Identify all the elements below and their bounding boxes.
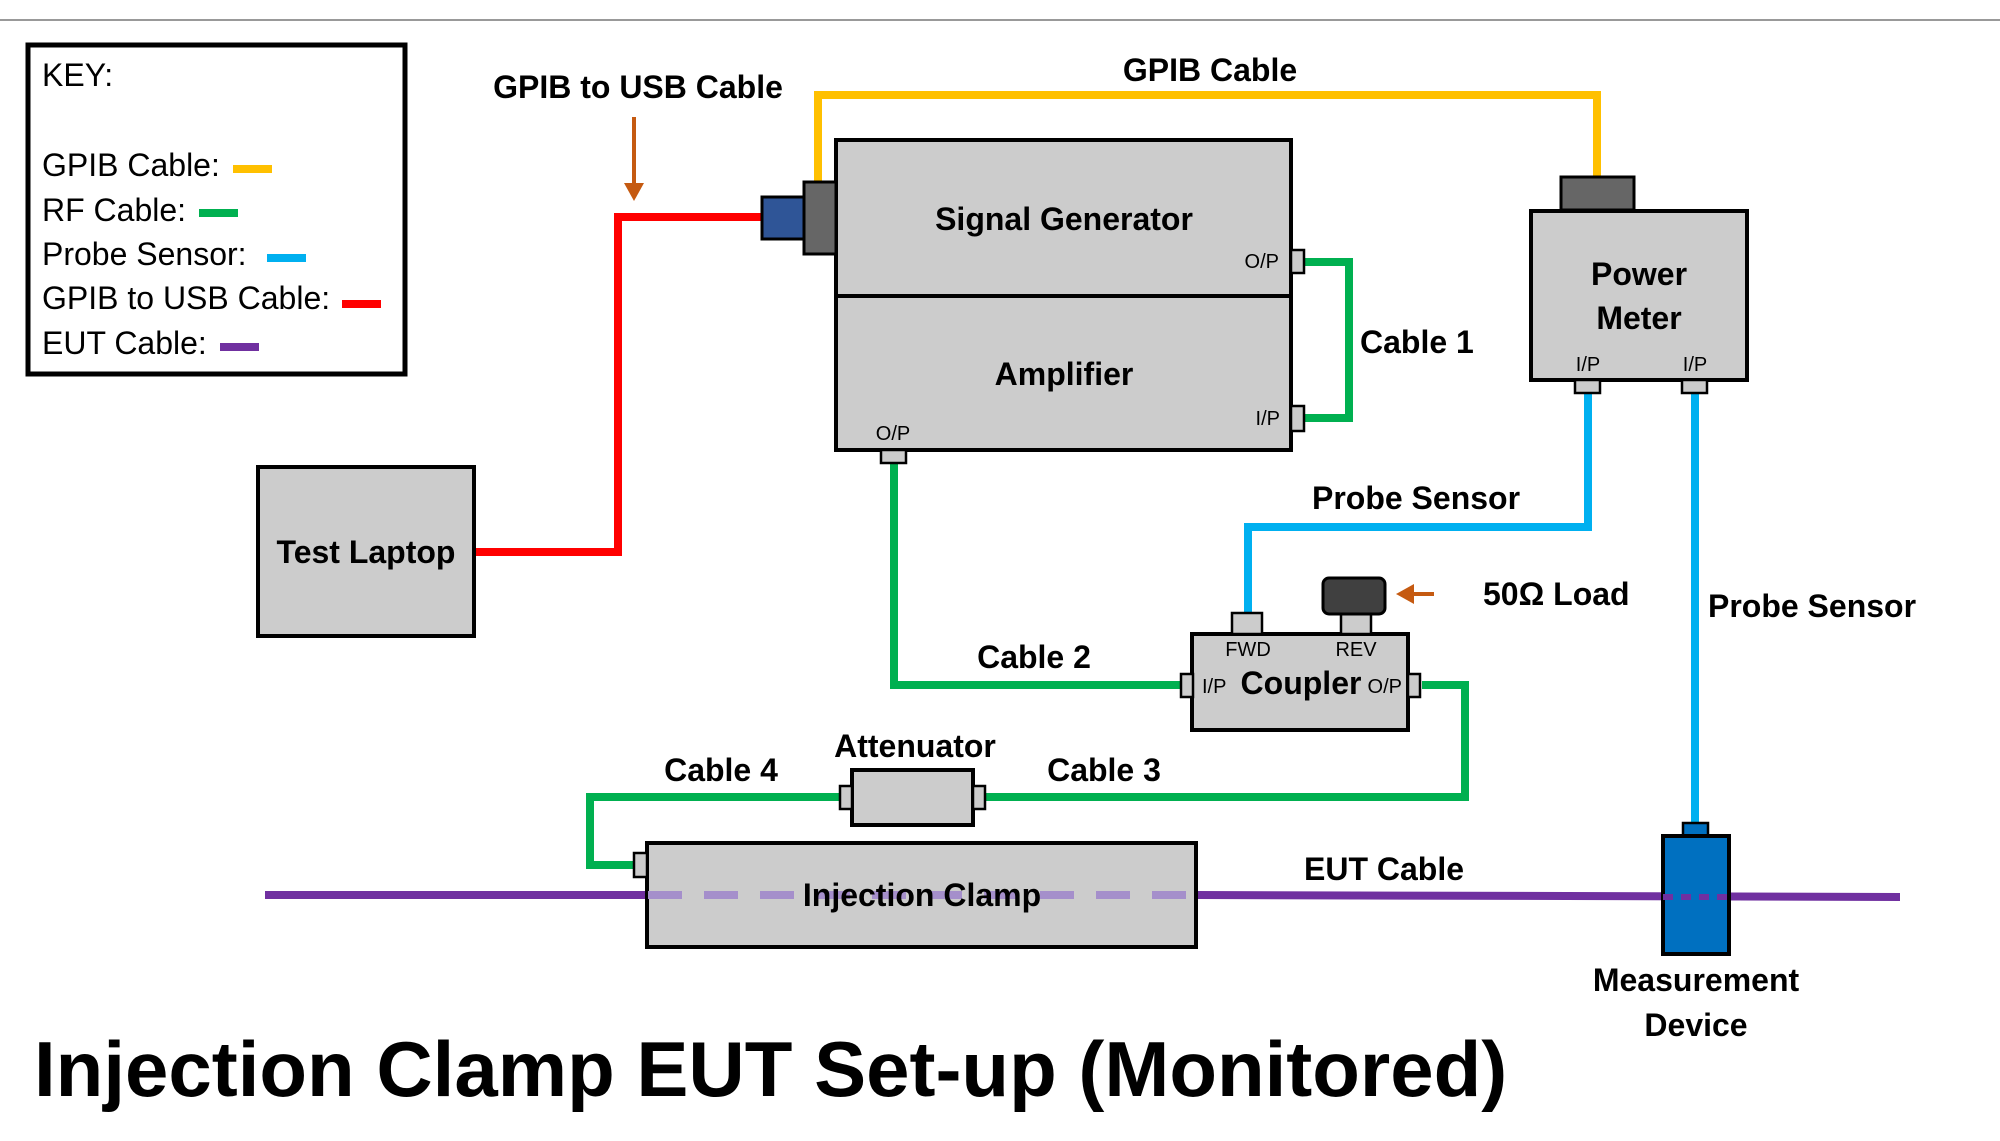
power-meter-port-in-2-label: I/P: [1683, 354, 1707, 376]
signal-generator: Signal Generator O/P: [834, 138, 1306, 298]
power-meter-port-in-1: [1573, 378, 1602, 395]
key-item-gpib-usb: GPIB to USB Cable:: [42, 280, 330, 316]
attenuator-label: Attenuator: [834, 728, 996, 764]
key-item-eut: EUT Cable:: [42, 325, 207, 361]
cable-2-wire: [890, 462, 1182, 689]
test-laptop: Test Laptop: [256, 465, 476, 638]
signal-generator-port-out: [1289, 248, 1306, 275]
amplifier: Amplifier I/P O/P: [834, 294, 1306, 465]
coupler-port-fwd: [1230, 611, 1264, 636]
key-heading: KEY:: [42, 57, 113, 93]
coupler-port-in: [1179, 672, 1195, 699]
key-item-probe: Probe Sensor:: [42, 236, 247, 272]
cable-3-wire: [984, 681, 1469, 801]
coupler: FWD REV I/P O/P Coupler: [1179, 611, 1422, 732]
amplifier-port-out: [879, 448, 908, 465]
eut-cable-right: [1195, 891, 1901, 901]
key-item-rf: RF Cable:: [42, 192, 186, 228]
measurement-device: Measurement Device: [1593, 821, 1800, 1043]
coupler-port-rev: [1339, 611, 1373, 636]
attenuator-port-left: [838, 784, 854, 811]
signal-generator-label: Signal Generator: [935, 201, 1193, 237]
diagram-title: Injection Clamp EUT Set-up (Monitored): [34, 1025, 1507, 1113]
injection-clamp: Injection Clamp: [632, 841, 1198, 949]
gpib-usb-arrow: [624, 117, 644, 201]
load-arrow-head: [1396, 584, 1414, 604]
injection-clamp-label: Injection Clamp: [803, 877, 1041, 913]
amplifier-box: [834, 294, 1293, 452]
gpib-usb-arrow-head: [624, 183, 644, 201]
cable-2-label: Cable 2: [977, 639, 1091, 675]
amplifier-port-in-label: I/P: [1256, 408, 1280, 430]
measurement-device-label-line2: Device: [1644, 1007, 1747, 1043]
coupler-port-out-label: O/P: [1368, 676, 1402, 698]
power-meter: Power Meter I/P I/P: [1529, 175, 1749, 395]
test-laptop-box: [256, 465, 476, 638]
probe-sensor-1-wire: [1244, 393, 1592, 612]
test-laptop-label: Test Laptop: [277, 534, 456, 570]
key-legend: KEY: GPIB Cable: RF Cable: Probe Sensor:…: [25, 42, 408, 377]
coupler-port-in-label: I/P: [1202, 676, 1226, 698]
load-label: 50Ω Load: [1483, 576, 1630, 612]
gpib-cable-label: GPIB Cable: [1123, 52, 1297, 88]
amplifier-port-in: [1289, 404, 1306, 433]
cable-1-label: Cable 1: [1360, 324, 1474, 360]
attenuator-port-right: [971, 784, 987, 811]
eut-cable-label: EUT Cable: [1304, 851, 1464, 887]
power-meter-label-line1: Power: [1591, 256, 1687, 292]
coupler-port-rev-label: REV: [1335, 639, 1377, 661]
coupler-label: Coupler: [1241, 665, 1362, 701]
load-50-ohm-body: [1321, 576, 1387, 616]
injection-clamp-port: [632, 851, 649, 879]
cable-4-label: Cable 4: [664, 752, 778, 788]
power-meter-top-connector: [1559, 175, 1636, 212]
coupler-port-fwd-label: FWD: [1225, 639, 1271, 661]
amplifier-port-out-label: O/P: [876, 423, 910, 445]
amplifier-label: Amplifier: [995, 356, 1134, 392]
attenuator: Attenuator: [834, 728, 996, 827]
attenuator-box: [850, 768, 975, 827]
power-meter-port-in-2: [1680, 378, 1709, 395]
gpib-connector-plug: [802, 180, 838, 256]
cable-3-label: Cable 3: [1047, 752, 1161, 788]
power-meter-box: [1529, 209, 1749, 382]
power-meter-label-line2: Meter: [1596, 300, 1681, 336]
load-50-ohm: [1321, 576, 1387, 616]
coupler-port-out: [1406, 672, 1422, 699]
gpib-usb-cable-wire: [475, 213, 762, 556]
load-arrow: [1396, 584, 1434, 604]
probe-sensor-2-label: Probe Sensor: [1708, 588, 1916, 624]
cable-1-wire: [1304, 258, 1353, 422]
probe-sensor-1-label: Probe Sensor: [1312, 480, 1520, 516]
signal-generator-port-out-label: O/P: [1245, 251, 1279, 273]
measurement-device-label-line1: Measurement: [1593, 962, 1800, 998]
usb-adapter-plug: [760, 195, 806, 241]
power-meter-port-in-1-label: I/P: [1576, 354, 1600, 376]
gpib-to-usb-label: GPIB to USB Cable: [493, 69, 783, 105]
key-item-gpib: GPIB Cable:: [42, 147, 220, 183]
cable-4-wire: [586, 793, 842, 869]
gpib-cable-wire: [814, 91, 1601, 182]
